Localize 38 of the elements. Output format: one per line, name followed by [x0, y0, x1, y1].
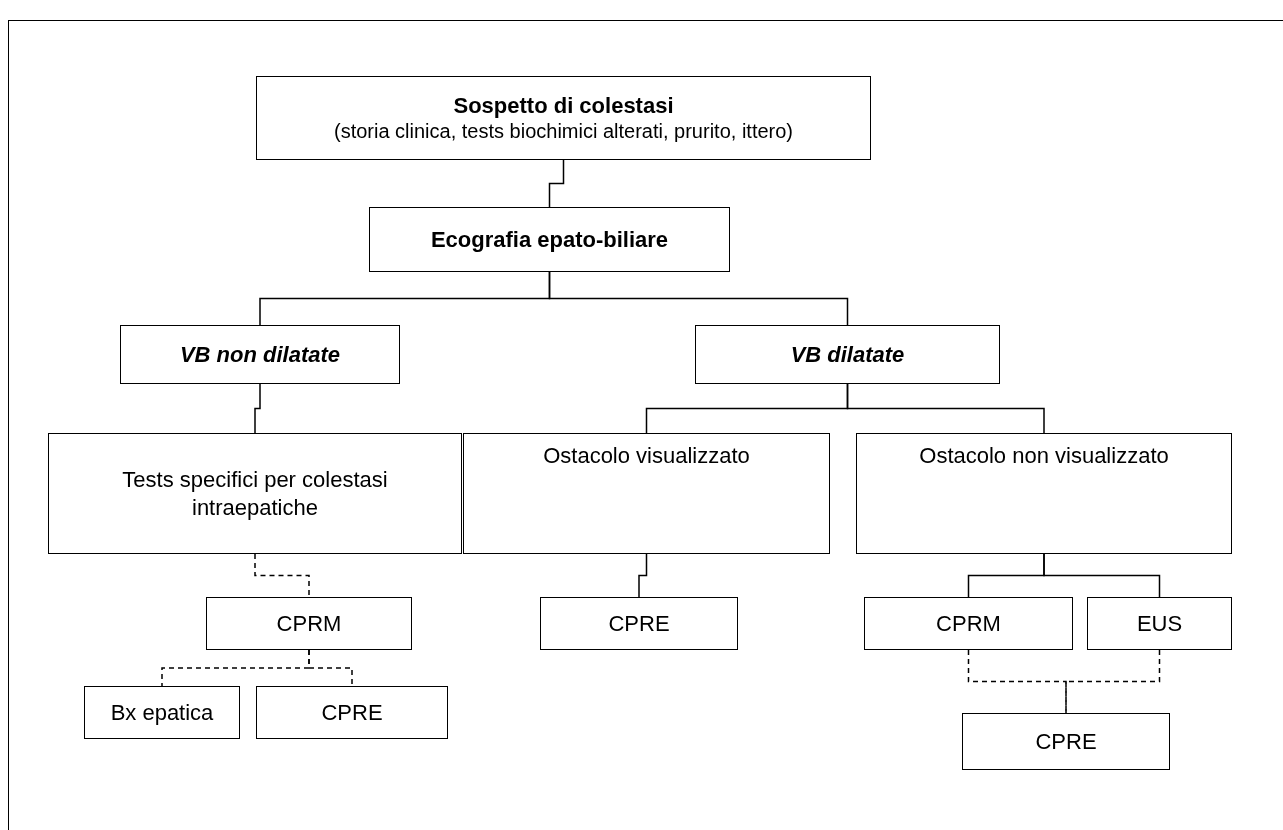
process-box — [256, 76, 871, 160]
process-box — [206, 597, 412, 650]
box-text: EUS — [1136, 609, 1183, 638]
connector-line — [638, 553, 648, 598]
box-text: CPRE — [1035, 727, 1097, 756]
process-box — [48, 433, 462, 554]
box-text: (storia clinica, tests biochimici alterati, prurito, ittero) — [333, 119, 793, 145]
box-text: CPRE — [321, 698, 383, 727]
process-box — [1087, 597, 1232, 650]
process-box — [120, 325, 400, 384]
process-box — [369, 207, 730, 272]
box-text: Bx epatica — [110, 698, 214, 727]
connector-line — [548, 271, 849, 326]
process-box — [540, 597, 738, 650]
connector-line — [846, 383, 1045, 434]
process-box — [695, 325, 1000, 384]
process-box — [856, 433, 1232, 554]
box-text: VB non dilatate — [179, 340, 341, 369]
process-box — [84, 686, 240, 739]
box-text: CPRM — [936, 609, 1001, 638]
box-text: Ostacolo visualizzato — [543, 442, 750, 470]
process-box — [962, 713, 1170, 770]
box-text: Ostacolo non visualizzato — [919, 442, 1169, 470]
box-text: CPRM — [276, 609, 342, 638]
connector-line — [254, 553, 310, 598]
box-text: CPRE — [608, 609, 670, 638]
process-box — [463, 433, 830, 554]
box-text: Ecografia epato-biliare — [430, 225, 669, 254]
box-text: Tests specifici per colestasi intraepatiche — [121, 466, 389, 521]
connector-line — [254, 383, 261, 434]
box-text: Sospetto di colestasi — [453, 91, 674, 120]
connector-line — [548, 159, 565, 208]
process-box — [864, 597, 1073, 650]
box-text: VB dilatate — [790, 340, 905, 369]
connector-line — [1043, 553, 1161, 598]
connector-line — [308, 649, 353, 687]
process-box — [256, 686, 448, 739]
connector-line — [1065, 649, 1161, 714]
